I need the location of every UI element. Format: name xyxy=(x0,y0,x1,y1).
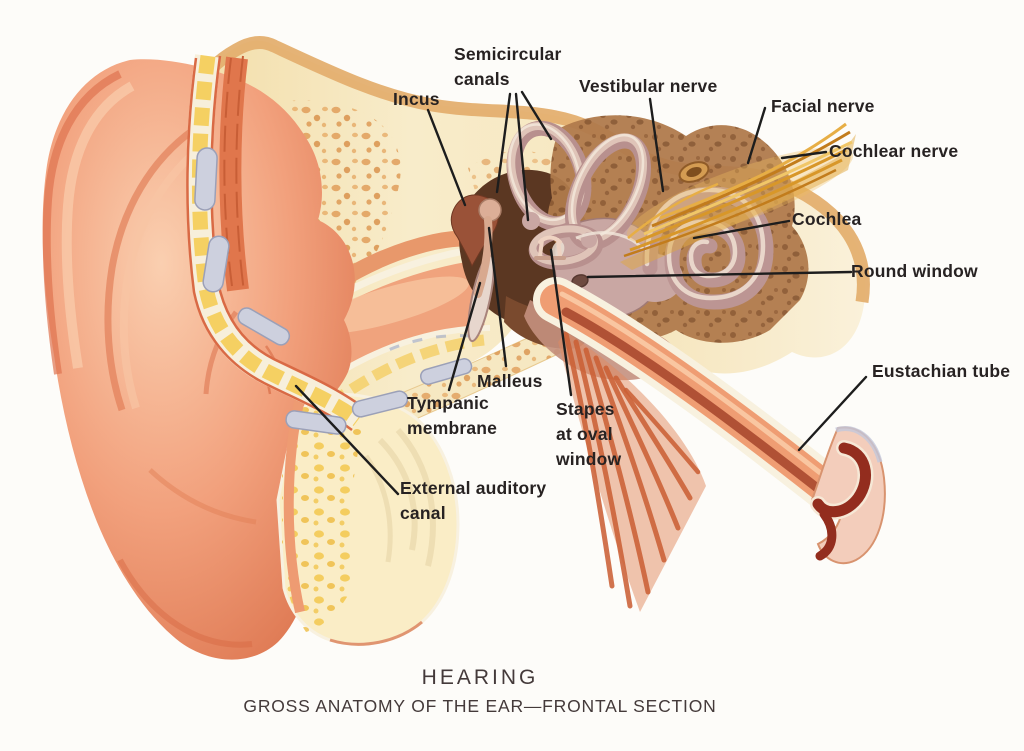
label-round-window: Round window xyxy=(851,261,978,281)
leader-semicircular-canals-1 xyxy=(495,92,512,194)
tensor-muscle xyxy=(558,331,706,612)
label-semicircular-canals: Semicircular canals xyxy=(454,44,562,89)
scalp-layers xyxy=(186,54,473,435)
ear-lobe-section xyxy=(276,392,460,646)
leader-cochlea xyxy=(692,219,791,240)
leader-vestibular-nerve xyxy=(648,97,665,193)
antihelix-fold xyxy=(104,125,199,412)
leader-cochlear-nerve xyxy=(780,150,828,160)
leader-incus xyxy=(426,108,467,207)
cartilage-pieces xyxy=(194,147,473,435)
temporal-muscle-band xyxy=(219,56,249,292)
label-malleus: Malleus xyxy=(477,371,543,391)
label-external-auditory-canal: External auditory canal xyxy=(400,478,547,523)
leader-eustachian-tube xyxy=(797,375,868,452)
label-facial-nerve: Facial nerve xyxy=(771,96,875,116)
label-vestibular-nerve: Vestibular nerve xyxy=(579,76,718,96)
label-incus: Incus xyxy=(393,89,440,109)
facial-nerve-stub xyxy=(678,161,710,183)
figure-subtitle: GROSS ANATOMY OF THE EAR—FRONTAL SECTION xyxy=(243,696,717,716)
leader-facial-nerve xyxy=(746,106,767,165)
leader-semicircular-canals-2 xyxy=(514,92,530,222)
outer-ear-illustration xyxy=(42,59,355,660)
leader-tympanic-membrane xyxy=(447,281,482,392)
eustachian-tube-opening xyxy=(810,426,886,565)
eustachian-tube-illustration xyxy=(533,277,886,565)
label-eustachian-tube: Eustachian tube xyxy=(872,361,1011,381)
leader-external-auditory-canal xyxy=(294,384,400,496)
figure-title: HEARING xyxy=(421,666,539,689)
label-cochlea: Cochlea xyxy=(792,209,862,229)
leader-round-window xyxy=(586,270,853,279)
leader-semicircular-canals-3 xyxy=(520,90,553,141)
helix-fold xyxy=(42,70,122,375)
leader-lines xyxy=(294,90,868,496)
stapes-illustration xyxy=(534,235,566,260)
label-cochlear-nerve: Cochlear nerve xyxy=(829,141,959,161)
label-stapes-at-oval-window: Stapes at oval window xyxy=(556,399,622,469)
leader-stapes xyxy=(549,248,573,397)
nerve-bundle xyxy=(620,122,856,270)
figure-caption: HEARING GROSS ANATOMY OF THE EAR—FRONTAL… xyxy=(0,666,960,717)
label-tympanic-membrane: Tympanic membrane xyxy=(407,393,498,438)
leader-malleus xyxy=(487,226,508,368)
